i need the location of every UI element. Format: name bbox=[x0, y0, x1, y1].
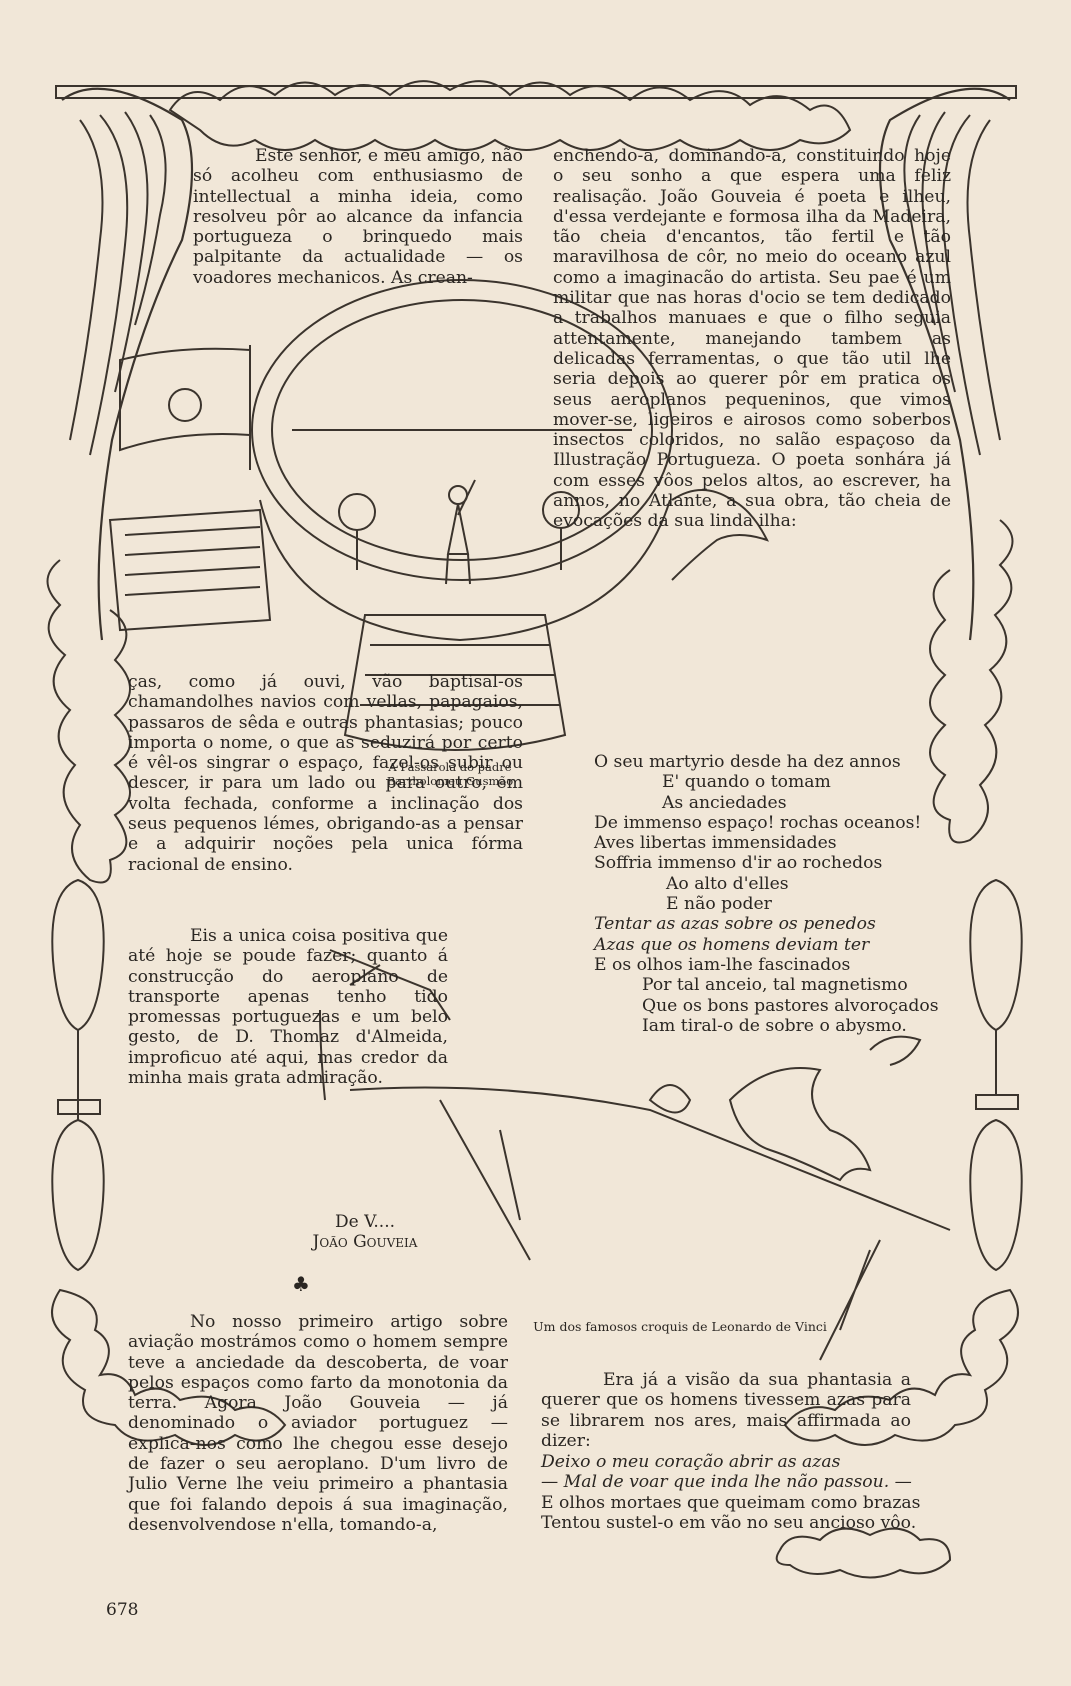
signature-salutation: De V.... bbox=[334, 1212, 395, 1232]
club-ornament: ♣ bbox=[292, 1272, 310, 1296]
poem-line: Iam tiral-o de sobre o abysmo. bbox=[642, 1015, 907, 1036]
text-left-low: Eis a unica coisa positiva que até hoje … bbox=[128, 926, 448, 1088]
signature: De V.... João Gouveia bbox=[290, 1212, 440, 1252]
poem-line: Que os bons pastores alvoroçados bbox=[642, 995, 939, 1016]
text-right-top: enchendo-a, dominando-a, constituindo ho… bbox=[553, 146, 951, 532]
poem-line: Soffria immenso d'ir ao rochedos bbox=[594, 853, 883, 874]
poem-line: Ao alto d'elles bbox=[666, 873, 789, 894]
paragraph: enchendo-a, dominando-a, constituindo ho… bbox=[553, 146, 951, 532]
signature-name: João Gouveia bbox=[312, 1232, 418, 1252]
poem-line: Deixo o meu coração abrir as azas bbox=[541, 1452, 841, 1472]
paragraph: No nosso primeiro artigo sobre aviação m… bbox=[128, 1312, 508, 1535]
page-number: 678 bbox=[106, 1600, 139, 1620]
poem-line: Azas que os homens deviam ter bbox=[594, 934, 870, 955]
poem-line: As anciedades bbox=[662, 792, 787, 813]
poem-line: E não poder bbox=[666, 894, 772, 915]
caption-passarola: A Passarola do padre Bartholomeu Gusmão bbox=[386, 760, 514, 788]
text-left-mid: ças, como já ouvi, vão baptisal-os chama… bbox=[128, 672, 523, 875]
poem-line: Tentou sustel-o em vão no seu ancioso vô… bbox=[541, 1512, 917, 1533]
caption-leonardo: Um dos famosos croquis de Leonardo de Vi… bbox=[533, 1319, 827, 1334]
poem-line: Tentar as azas sobre os penedos bbox=[594, 914, 876, 935]
poem-block: O seu martyrio desde ha dez annos E' qua… bbox=[594, 752, 939, 1036]
poem-line: Por tal anceio, tal magnetismo bbox=[642, 975, 908, 996]
poem-line: Aves libertas immensidades bbox=[594, 833, 837, 854]
text-left-bottom: No nosso primeiro artigo sobre aviação m… bbox=[128, 1312, 508, 1535]
paragraph: Eis a unica coisa positiva que até hoje … bbox=[128, 926, 448, 1089]
poem-line: E os olhos iam-lhe fascinados bbox=[594, 954, 851, 975]
paragraph: Era já a visão da sua phantasia a querer… bbox=[541, 1370, 911, 1451]
poem-line: E olhos mortaes que queimam como brazas bbox=[541, 1492, 921, 1513]
poem-line: O seu martyrio desde ha dez annos bbox=[594, 752, 901, 772]
poem-line: De immenso espaço! rochas oceanos! bbox=[594, 812, 922, 833]
text-left-top: Este senhor, e meu amigo, não só acolheu… bbox=[193, 146, 523, 288]
paragraph: Este senhor, e meu amigo, não só acolheu… bbox=[193, 146, 523, 288]
poem2-block: Deixo o meu coração abrir as azas — Mal … bbox=[541, 1452, 920, 1533]
text-right-bottom: Era já a visão da sua phantasia a querer… bbox=[541, 1370, 911, 1451]
poem-line: E' quando o tomam bbox=[662, 772, 831, 793]
paragraph: ças, como já ouvi, vão baptisal-os chama… bbox=[128, 672, 523, 875]
poem-line: — Mal de voar que inda lhe não passou. — bbox=[541, 1472, 912, 1493]
